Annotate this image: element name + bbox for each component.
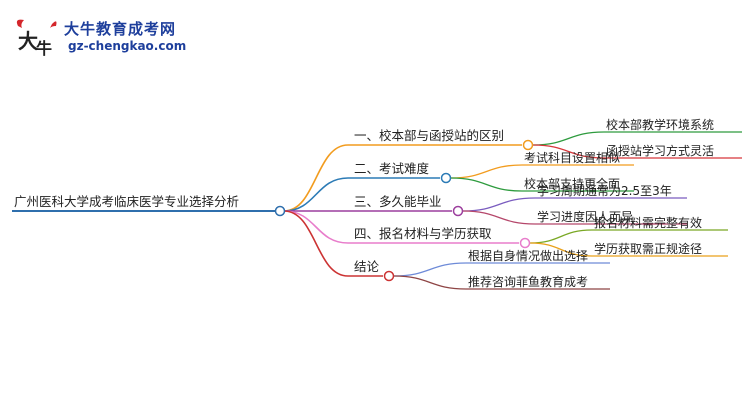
leaf-connector (532, 131, 605, 146)
branch-label: 二、考试难度 (354, 161, 430, 176)
branch-label: 三、多久能毕业 (354, 194, 442, 209)
branch-connector (283, 144, 349, 212)
leaf-connector (462, 210, 536, 225)
leaf-connector (393, 275, 467, 290)
leaf-label: 学习进度因人而异 (537, 209, 633, 224)
svg-text:大: 大 (18, 29, 38, 53)
mind-map-nodes: 广州医科大学成考临床医学专业选择分析 一、校本部与函授站的区别 校本部教学环境系统函… (14, 117, 714, 289)
leaf-connector (462, 197, 536, 212)
brand-header: 大 牛 大牛教育成考网 gz-chengkao.com (12, 14, 212, 62)
bull-logo-icon: 大 牛 (16, 19, 57, 58)
leaf-label: 校本部支持更全面 (524, 176, 620, 191)
branch-node-dot (440, 172, 452, 184)
branch-label: 结论 (354, 259, 380, 274)
root-node-dot (274, 205, 286, 217)
brand-url: gz-chengkao.com (68, 39, 187, 53)
leaf-label: 考试科目设置相似 (524, 150, 620, 165)
branch-node-dot (452, 205, 464, 217)
leaf-connector (532, 144, 605, 159)
branch-connector (283, 177, 349, 212)
leaf-connector (450, 177, 523, 192)
leaf-label: 校本部教学环境系统 (606, 117, 714, 132)
branch-node-dot (522, 139, 534, 151)
leaf-label: 函授站学习方式灵活 (606, 143, 714, 158)
root-node-label: 广州医科大学成考临床医学专业选择分析 (14, 194, 239, 209)
leaf-connector (393, 262, 467, 277)
branch-connector (283, 210, 349, 277)
leaf-label: 学历获取需正规途径 (594, 241, 702, 256)
leaf-label: 学习周期通常为2.5至3年 (537, 183, 672, 198)
branch-label: 四、报名材料与学历获取 (354, 226, 492, 241)
leaf-label: 报名材料需完整有效 (594, 215, 702, 230)
leaf-label: 推荐咨询菲鱼教育成考 (468, 274, 588, 289)
leaf-label: 根据自身情况做出选择 (468, 248, 588, 263)
svg-text:牛: 牛 (36, 39, 52, 58)
branch-label: 一、校本部与函授站的区别 (354, 128, 504, 143)
branch-node-dot (519, 237, 531, 249)
branch-connector (283, 210, 349, 244)
leaf-connector (529, 242, 593, 257)
branch-node-dot (383, 270, 395, 282)
brand-title: 大牛教育成考网 (64, 20, 177, 38)
leaf-connector (450, 164, 523, 179)
leaf-connector (529, 229, 593, 244)
mind-map-edges (12, 131, 742, 290)
